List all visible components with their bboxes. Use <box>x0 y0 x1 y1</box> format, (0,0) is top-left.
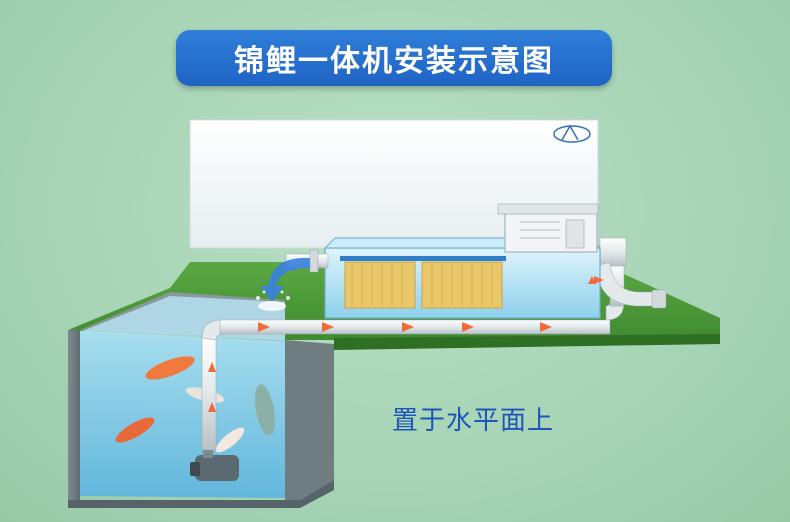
title-banner: 锦鲤一体机安装示意图 <box>176 30 612 86</box>
placement-caption: 置于水平面上 <box>392 406 555 436</box>
filter-media-left <box>344 261 416 309</box>
return-pipe-flange <box>309 249 319 273</box>
flow-arrow-icon <box>208 276 604 412</box>
pond-left-wall <box>68 330 80 502</box>
pump-icon <box>190 446 239 481</box>
pond-right-wall <box>285 340 334 500</box>
filter-media-lines <box>351 264 493 306</box>
grass-front-edge <box>334 334 720 350</box>
return-flow-arrow <box>260 257 310 302</box>
koi-fish-icon <box>115 356 275 453</box>
inlet-pipe-horizontal <box>219 319 611 335</box>
brand-logo-icon <box>553 124 591 143</box>
water-splash <box>256 290 290 311</box>
pond-floor <box>68 480 334 508</box>
control-box-vents <box>520 221 560 239</box>
overflow-pipe-end <box>651 289 667 309</box>
control-box-top <box>497 203 599 215</box>
overflow-pipe <box>599 237 627 267</box>
uv-lamp <box>565 219 585 249</box>
filter-blue-divider-1 <box>340 256 420 261</box>
inlet-pipe-vertical <box>201 334 217 451</box>
filter-blue-divider-2 <box>420 256 506 261</box>
diagram-title: 锦鲤一体机安装示意图 <box>234 44 554 79</box>
